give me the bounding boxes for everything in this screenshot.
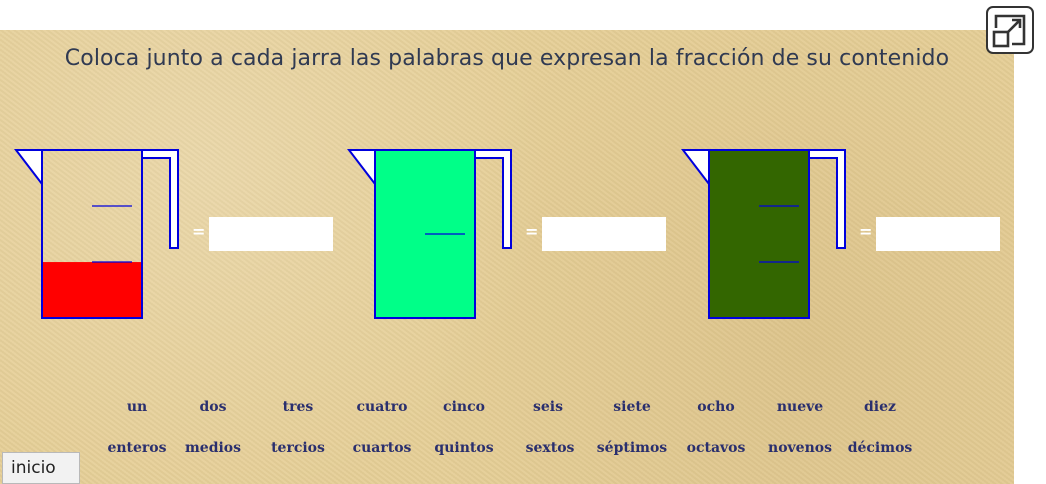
word-quintos[interactable]: quintos	[434, 440, 494, 456]
jug-2-handle	[474, 149, 512, 249]
word-octavos[interactable]: octavos	[686, 440, 746, 456]
word-cinco[interactable]: cinco	[443, 399, 485, 415]
word-tres[interactable]: tres	[282, 399, 314, 415]
word-cuatro[interactable]: cuatro	[356, 399, 408, 415]
jug-1	[14, 149, 179, 319]
word-decimos[interactable]: décimos	[847, 440, 913, 456]
home-button[interactable]: inicio	[2, 452, 80, 484]
equals-sign-3: =	[859, 222, 873, 241]
answer-field-3[interactable]	[876, 217, 1000, 251]
word-siete[interactable]: siete	[613, 399, 651, 415]
jug-1-fill	[42, 262, 142, 318]
jug-2	[347, 149, 512, 319]
word-seis[interactable]: seis	[533, 399, 563, 415]
equals-sign-1: =	[192, 222, 206, 241]
jug-1-spout	[14, 149, 43, 187]
jug-1-ticks	[92, 205, 132, 263]
jug-1-handle	[141, 149, 179, 249]
jug-2-spout	[347, 149, 376, 187]
word-novenos[interactable]: novenos	[768, 440, 832, 456]
word-enteros[interactable]: enteros	[107, 440, 167, 456]
word-medios[interactable]: medios	[184, 440, 242, 456]
jug-3	[681, 149, 846, 319]
jug-3-handle	[808, 149, 846, 249]
jug-3-body	[708, 149, 810, 319]
expand-button[interactable]	[986, 6, 1034, 54]
jug-1-body	[41, 149, 143, 319]
word-dos[interactable]: dos	[199, 399, 227, 415]
word-septimos[interactable]: séptimos	[596, 440, 668, 456]
word-tercios[interactable]: tercios	[271, 440, 325, 456]
answer-field-2[interactable]	[542, 217, 666, 251]
expand-icon	[992, 14, 1026, 48]
jug-3-fill	[709, 150, 809, 318]
word-diez[interactable]: diez	[864, 399, 896, 415]
word-sextos[interactable]: sextos	[525, 440, 575, 456]
word-nueve[interactable]: nueve	[776, 399, 824, 415]
answer-field-1[interactable]	[209, 217, 333, 251]
jug-2-body	[374, 149, 476, 319]
word-ocho[interactable]: ocho	[697, 399, 735, 415]
word-un[interactable]: un	[126, 399, 148, 415]
instruction-title: Coloca junto a cada jarra las palabras q…	[64, 46, 950, 71]
jug-3-ticks	[759, 205, 799, 263]
activity-board: Coloca junto a cada jarra las palabras q…	[0, 30, 1014, 484]
jug-3-spout	[681, 149, 710, 187]
equals-sign-2: =	[525, 222, 539, 241]
word-cuartos[interactable]: cuartos	[352, 440, 412, 456]
